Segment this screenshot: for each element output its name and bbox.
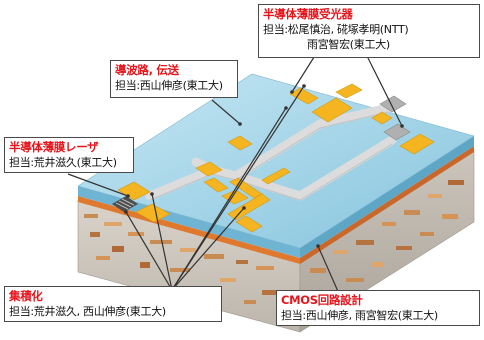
photodetector-device	[379, 95, 411, 141]
callout-assignee: 担当:荒井滋久, 西山伸彦(東工大)	[9, 305, 166, 318]
callout-assignee: 担当:西山伸彦(東工大)	[115, 79, 223, 92]
callout-title: 半導体薄膜受光器	[263, 7, 353, 21]
pointer-lines	[67, 53, 403, 297]
callout-laser: 半導体薄膜レーザ 担当:荒井滋久(東工大)	[4, 137, 134, 173]
callout-waveguide: 導波路, 伝送 担当:西山伸彦(東工大)	[110, 60, 238, 98]
metal-layer-edge-right	[300, 146, 474, 264]
callout-title: 半導体薄膜レーザ	[9, 140, 99, 154]
pointer-dots	[124, 84, 404, 248]
callout-assignee: 担当:松尾慎治, 硴塚孝明(NTT)	[263, 23, 409, 36]
callout-title: 導波路, 伝送	[115, 63, 179, 77]
callout-cmos: CMOS回路設計 担当:西山伸彦, 雨宮智宏(東工大)	[276, 290, 480, 326]
callout-assignee: 担当:荒井滋久(東工大)	[9, 156, 117, 169]
callout-integration: 集積化 担当:荒井滋久, 西山伸彦(東工大)	[4, 286, 222, 322]
laser-device	[112, 196, 138, 212]
callout-assignee-cont: 雨宮智宏(東工大)	[307, 38, 390, 51]
metal-layer-edge-front	[78, 196, 300, 264]
callout-photodetector: 半導体薄膜受光器 担当:松尾慎治, 硴塚孝明(NTT) 雨宮智宏(東工大)	[258, 4, 480, 58]
callout-title: 集積化	[9, 289, 43, 303]
optical-layer-right-edge	[300, 136, 474, 258]
callout-title: CMOS回路設計	[281, 293, 363, 307]
callout-assignee: 担当:西山伸彦, 雨宮智宏(東工大)	[281, 309, 438, 322]
